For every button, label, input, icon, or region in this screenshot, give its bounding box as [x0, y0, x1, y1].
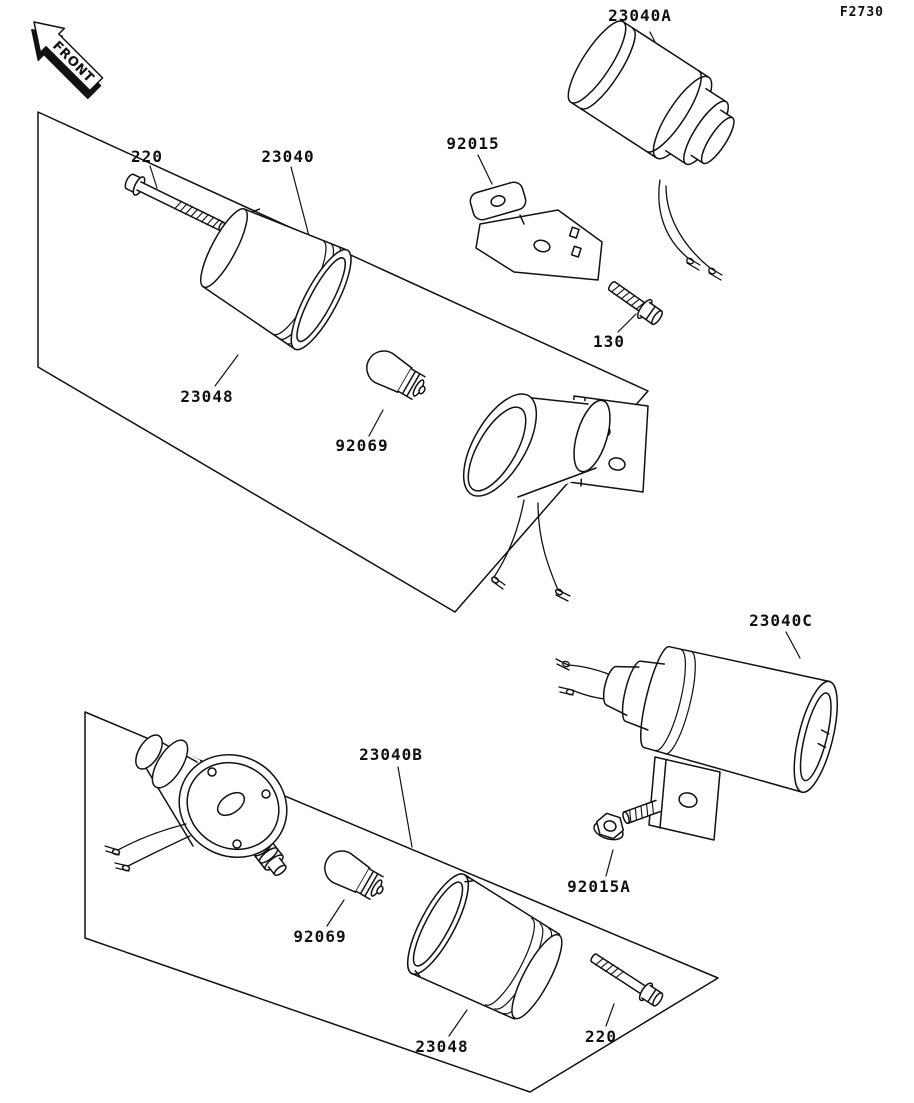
part-bolt-130: [607, 281, 664, 326]
label-220-bottom[interactable]: 220: [585, 1027, 617, 1046]
part-lamp-assembly-rear: [104, 734, 288, 877]
part-lamp-23040c: [602, 645, 839, 794]
part-bracket-23040c: [648, 756, 721, 841]
part-bulb-92069-top: [366, 350, 426, 401]
label-23040B[interactable]: 23040B: [359, 745, 423, 764]
part-lamp-assembly-middle: [462, 392, 649, 602]
label-92069-top[interactable]: 92069: [335, 436, 389, 455]
part-bolt-220-bottom: [590, 953, 664, 1007]
part-nut-92015a: [593, 812, 625, 841]
figure-code: F2730: [839, 5, 884, 20]
front-arrow-icon: FRONT: [31, 21, 104, 100]
label-130[interactable]: 130: [593, 332, 625, 351]
assembly-box-top: [37, 111, 649, 613]
assembly-box-bottom: [84, 711, 719, 1093]
part-housing-23048-top: [200, 207, 352, 351]
part-stud-92015a: [622, 799, 661, 825]
label-23040[interactable]: 23040: [261, 147, 315, 166]
part-wires-23040a: [658, 179, 723, 281]
part-bulb-92069-bottom: [324, 850, 384, 901]
label-23040A[interactable]: 23040A: [608, 6, 672, 25]
label-92015A[interactable]: 92015A: [567, 877, 631, 896]
part-housing-23048-bottom: [406, 873, 563, 1020]
part-lamp-23040a: [567, 20, 735, 166]
label-220-top[interactable]: 220: [131, 147, 163, 166]
label-92015[interactable]: 92015: [446, 134, 500, 153]
part-bolt-220-top: [124, 173, 226, 232]
part-bracket-92015: [469, 181, 603, 281]
label-92069-bottom[interactable]: 92069: [293, 927, 347, 946]
leader-lines: [149, 31, 801, 1037]
label-23048-bottom[interactable]: 23048: [415, 1037, 469, 1056]
label-23048-top[interactable]: 23048: [180, 387, 234, 406]
label-23040C[interactable]: 23040C: [749, 611, 813, 630]
